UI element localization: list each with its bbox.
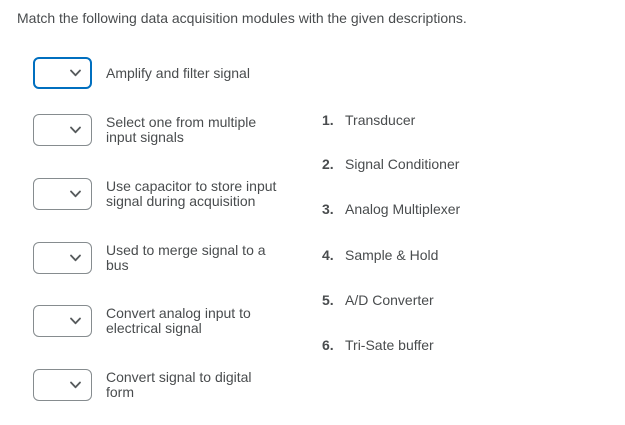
match-row-2: Select one from multiple input signals — [33, 114, 256, 146]
option-number: 1. — [322, 112, 334, 128]
answer-select-wrap-2 — [33, 114, 92, 146]
match-description-3: Use capacitor to store input signal duri… — [106, 179, 276, 209]
option-item-2: 2. Signal Conditioner — [322, 154, 459, 174]
description-line: Use capacitor to store input — [106, 178, 277, 194]
description-line: electrical signal — [106, 320, 202, 336]
match-row-5: Convert analog input to electrical signa… — [33, 305, 251, 337]
answer-select-6[interactable] — [33, 369, 92, 401]
description-line: form — [106, 384, 134, 400]
option-label: A/D Converter — [345, 292, 434, 308]
answer-select-wrap-6 — [33, 369, 92, 401]
option-number: 5. — [322, 292, 334, 308]
match-description-5: Convert analog input to electrical signa… — [106, 306, 251, 336]
option-label: Tri-Sate buffer — [345, 337, 434, 353]
option-number: 2. — [322, 156, 334, 172]
answer-select-wrap-3 — [33, 178, 92, 210]
match-row-4: Used to merge signal to a bus — [33, 242, 266, 274]
option-item-1: 1. Transducer — [322, 110, 415, 130]
answer-select-5[interactable] — [33, 305, 92, 337]
description-line: Select one from multiple — [106, 114, 257, 130]
option-item-3: 3. Analog Multiplexer — [322, 199, 460, 219]
match-description-2: Select one from multiple input signals — [106, 115, 256, 145]
description-line: bus — [106, 257, 129, 273]
answer-select-2[interactable] — [33, 114, 92, 146]
description-line: signal during acquisition — [106, 193, 256, 209]
match-row-1: Amplify and filter signal — [33, 57, 250, 89]
description-line: Convert analog input to — [106, 305, 251, 321]
answer-select-1[interactable] — [33, 57, 92, 89]
match-row-3: Use capacitor to store input signal duri… — [33, 178, 276, 210]
answer-select-4[interactable] — [33, 242, 92, 274]
answer-select-3[interactable] — [33, 178, 92, 210]
option-label: Transducer — [345, 112, 416, 128]
match-description-6: Convert signal to digital form — [106, 370, 252, 400]
description-line: Convert signal to digital — [106, 369, 252, 385]
option-label: Signal Conditioner — [345, 156, 460, 172]
description-line: input signals — [106, 129, 184, 145]
option-label: Analog Multiplexer — [345, 201, 461, 217]
match-description-4: Used to merge signal to a bus — [106, 243, 266, 273]
match-row-6: Convert signal to digital form — [33, 369, 252, 401]
option-number: 4. — [322, 247, 334, 263]
option-item-4: 4. Sample & Hold — [322, 245, 438, 265]
question-prompt: Match the following data acquisition mod… — [17, 10, 467, 26]
description-line: Amplify and filter signal — [106, 64, 250, 81]
option-item-5: 5. A/D Converter — [322, 290, 434, 310]
answer-select-wrap-5 — [33, 305, 92, 337]
option-label: Sample & Hold — [345, 247, 439, 263]
answer-select-wrap-4 — [33, 242, 92, 274]
answer-select-wrap-1 — [33, 57, 92, 89]
option-item-6: 6. Tri-Sate buffer — [322, 335, 434, 355]
description-line: Used to merge signal to a — [106, 242, 266, 258]
option-number: 3. — [322, 201, 334, 217]
option-number: 6. — [322, 337, 334, 353]
match-description-1: Amplify and filter signal — [106, 64, 250, 81]
